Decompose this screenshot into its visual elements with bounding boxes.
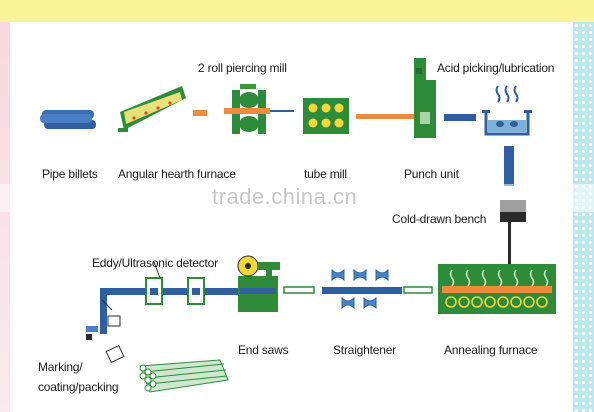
- label-annealing-furnace: Annealing furnace: [444, 343, 538, 357]
- annealing-furnace-icon: [438, 264, 556, 314]
- right-dotted-border: [573, 22, 594, 412]
- punch-unit-icon: [414, 58, 436, 138]
- flow-down-1: [504, 146, 514, 186]
- label-eddy-detector: Eddy/Ultrasonic detector: [92, 256, 218, 270]
- two-roll-piercing-mill-icon: [224, 84, 294, 134]
- pipe-billets-icon: [40, 110, 96, 129]
- label-marking-line1: Marking/: [38, 360, 83, 374]
- label-two-roll-piercing-mill: 2 roll piercing mill: [198, 61, 287, 75]
- marking-coating-packing-icon: [86, 299, 125, 364]
- connector-1: [403, 286, 433, 294]
- straightener-icon: [322, 268, 402, 310]
- hot-flow-2: [356, 114, 414, 119]
- label-punch-unit: Punch unit: [404, 167, 459, 181]
- eddy-ultrasonic-detector-icon: [104, 261, 238, 305]
- label-tube-mill: tube mill: [304, 167, 347, 181]
- label-cold-drawn-bench: Cold-drawn bench: [392, 212, 487, 226]
- watermark-text: trade.china.cn: [212, 184, 358, 209]
- watermark-band: [0, 184, 594, 212]
- label-pipe-billets: Pipe billets: [42, 167, 98, 181]
- label-straightener: Straightener: [333, 343, 396, 357]
- label-angular-hearth-furnace: Angular hearth furnace: [118, 167, 236, 181]
- angular-hearth-furnace-icon: [118, 86, 186, 132]
- flow-to-acid: [444, 114, 476, 121]
- hot-flow-1: [193, 110, 207, 116]
- top-band: [0, 0, 594, 22]
- end-saws-icon: [237, 255, 280, 312]
- label-acid-picking: Acid picking/lubrication: [437, 61, 555, 75]
- label-marking-line2: coating/packing: [38, 380, 119, 394]
- finished-pipe-bundle-icon: [139, 359, 229, 393]
- acid-picking-tank-icon: [482, 85, 532, 136]
- flow-down-2: [100, 288, 107, 334]
- connector-2: [283, 286, 315, 294]
- tube-mill-icon: [303, 98, 349, 134]
- label-end-saws: End saws: [238, 343, 289, 357]
- left-stripe: [0, 22, 10, 412]
